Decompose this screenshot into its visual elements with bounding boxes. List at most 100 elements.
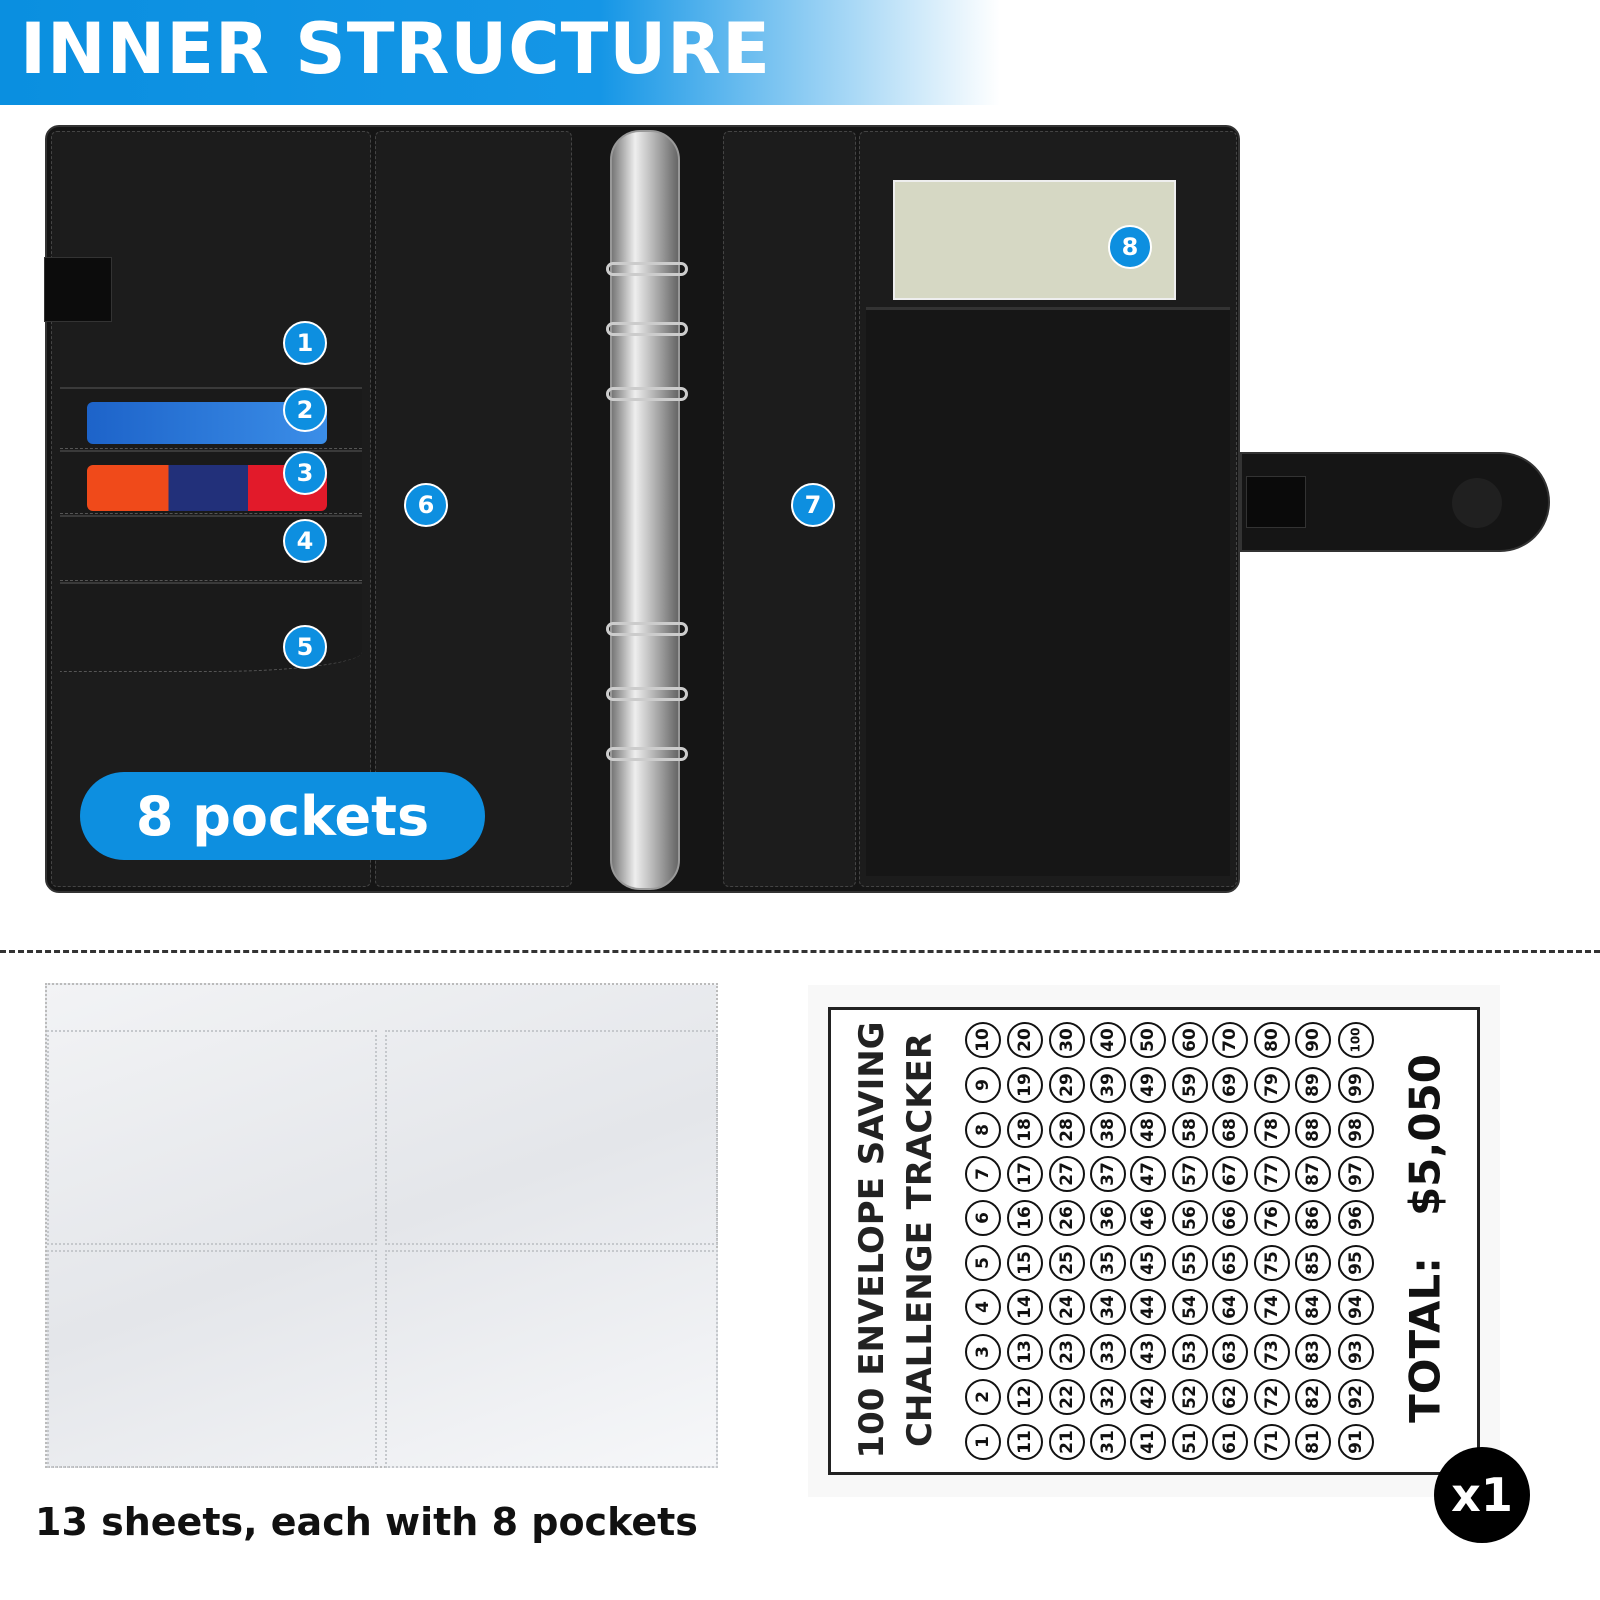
envelope-number-40: 40 — [1090, 1022, 1126, 1058]
envelope-number-74: 74 — [1254, 1289, 1290, 1325]
envelope-number-43: 43 — [1130, 1334, 1166, 1370]
envelope-number-30: 30 — [1049, 1022, 1085, 1058]
envelope-number-65: 65 — [1212, 1245, 1248, 1281]
envelope-number-73: 73 — [1254, 1334, 1290, 1370]
snap-button — [1452, 478, 1502, 528]
pocket-badge-8: 8 — [1108, 225, 1152, 269]
envelope-number-70: 70 — [1212, 1022, 1248, 1058]
envelope-number-86: 86 — [1295, 1200, 1331, 1236]
envelope-number-9: 9 — [965, 1067, 1001, 1103]
envelope-number-3: 3 — [965, 1334, 1001, 1370]
pockets-count-pill: 8 pockets — [80, 772, 485, 860]
envelope-number-42: 42 — [1130, 1379, 1166, 1415]
envelope-number-98: 98 — [1338, 1112, 1374, 1148]
envelope-number-2: 2 — [965, 1379, 1001, 1415]
envelope-number-92: 92 — [1338, 1379, 1374, 1415]
header-banner: INNER STRUCTURE — [0, 0, 1000, 105]
envelope-number-44: 44 — [1130, 1289, 1166, 1325]
envelope-number-18: 18 — [1007, 1112, 1043, 1148]
envelope-number-20: 20 — [1007, 1022, 1043, 1058]
envelope-number-75: 75 — [1254, 1245, 1290, 1281]
quantity-badge: x1 — [1434, 1447, 1530, 1543]
envelope-number-47: 47 — [1130, 1156, 1166, 1192]
page-title: INNER STRUCTURE — [20, 8, 771, 90]
envelope-number-96: 96 — [1338, 1200, 1374, 1236]
envelope-number-36: 36 — [1090, 1200, 1126, 1236]
envelope-number-97: 97 — [1338, 1156, 1374, 1192]
envelope-number-27: 27 — [1049, 1156, 1085, 1192]
envelope-number-46: 46 — [1130, 1200, 1166, 1236]
envelope-number-28: 28 — [1049, 1112, 1085, 1148]
envelope-number-11: 11 — [1007, 1424, 1043, 1460]
sheets-caption: 13 sheets, each with 8 pockets — [35, 1500, 698, 1544]
pocket-badge-3: 3 — [283, 451, 327, 495]
envelope-number-90: 90 — [1295, 1022, 1331, 1058]
envelope-number-67: 67 — [1212, 1156, 1248, 1192]
envelope-number-19: 19 — [1007, 1067, 1043, 1103]
envelope-number-55: 55 — [1172, 1245, 1208, 1281]
pocket-badge-2: 2 — [283, 388, 327, 432]
envelope-number-56: 56 — [1172, 1200, 1208, 1236]
envelope-number-91: 91 — [1338, 1424, 1374, 1460]
envelope-number-17: 17 — [1007, 1156, 1043, 1192]
envelope-number-15: 15 — [1007, 1245, 1043, 1281]
envelope-number-5: 5 — [965, 1245, 1001, 1281]
envelope-number-95: 95 — [1338, 1245, 1374, 1281]
envelope-number-35: 35 — [1090, 1245, 1126, 1281]
envelope-number-93: 93 — [1338, 1334, 1374, 1370]
envelope-number-38: 38 — [1090, 1112, 1126, 1148]
envelope-number-68: 68 — [1212, 1112, 1248, 1148]
envelope-number-78: 78 — [1254, 1112, 1290, 1148]
envelope-number-66: 66 — [1212, 1200, 1248, 1236]
envelope-number-69: 69 — [1212, 1067, 1248, 1103]
envelope-number-82: 82 — [1295, 1379, 1331, 1415]
envelope-number-58: 58 — [1172, 1112, 1208, 1148]
envelope-number-60: 60 — [1172, 1022, 1208, 1058]
envelope-number-45: 45 — [1130, 1245, 1166, 1281]
envelope-number-77: 77 — [1254, 1156, 1290, 1192]
total-label: TOTAL: — [1400, 1257, 1450, 1423]
elastic-band — [1246, 476, 1306, 528]
pocket-badge-1: 1 — [283, 321, 327, 365]
envelope-number-41: 41 — [1130, 1424, 1166, 1460]
envelope-number-57: 57 — [1172, 1156, 1208, 1192]
envelope-number-81: 81 — [1295, 1424, 1331, 1460]
envelope-number-79: 79 — [1254, 1067, 1290, 1103]
envelope-number-100: 100 — [1338, 1022, 1374, 1058]
total-value: $5,050 — [1400, 1053, 1450, 1217]
envelope-number-4: 4 — [965, 1289, 1001, 1325]
envelope-number-10: 10 — [965, 1022, 1001, 1058]
envelope-number-84: 84 — [1295, 1289, 1331, 1325]
envelope-number-21: 21 — [1049, 1424, 1085, 1460]
envelope-number-39: 39 — [1090, 1067, 1126, 1103]
right-inner-panel — [723, 131, 856, 887]
envelope-number-49: 49 — [1130, 1067, 1166, 1103]
envelope-number-54: 54 — [1172, 1289, 1208, 1325]
envelope-number-88: 88 — [1295, 1112, 1331, 1148]
envelope-number-1: 1 — [965, 1424, 1001, 1460]
envelope-number-34: 34 — [1090, 1289, 1126, 1325]
envelope-number-8: 8 — [965, 1112, 1001, 1148]
envelope-number-12: 12 — [1007, 1379, 1043, 1415]
left-inner-panel — [375, 131, 572, 887]
envelope-number-7: 7 — [965, 1156, 1001, 1192]
snap-strap — [1240, 452, 1550, 552]
envelope-number-85: 85 — [1295, 1245, 1331, 1281]
pen-loop — [44, 257, 112, 322]
envelope-number-26: 26 — [1049, 1200, 1085, 1236]
envelope-number-62: 62 — [1212, 1379, 1248, 1415]
envelope-number-63: 63 — [1212, 1334, 1248, 1370]
envelope-number-32: 32 — [1090, 1379, 1126, 1415]
envelope-number-22: 22 — [1049, 1379, 1085, 1415]
large-pocket — [866, 307, 1230, 876]
pocket-badge-7: 7 — [791, 483, 835, 527]
envelope-number-99: 99 — [1338, 1067, 1374, 1103]
envelope-number-87: 87 — [1295, 1156, 1331, 1192]
envelope-number-71: 71 — [1254, 1424, 1290, 1460]
tracker-title-line1: 100 ENVELOPE SAVING — [852, 1021, 892, 1459]
envelope-number-83: 83 — [1295, 1334, 1331, 1370]
envelope-number-16: 16 — [1007, 1200, 1043, 1236]
envelope-number-72: 72 — [1254, 1379, 1290, 1415]
envelope-number-29: 29 — [1049, 1067, 1085, 1103]
envelope-number-33: 33 — [1090, 1334, 1126, 1370]
